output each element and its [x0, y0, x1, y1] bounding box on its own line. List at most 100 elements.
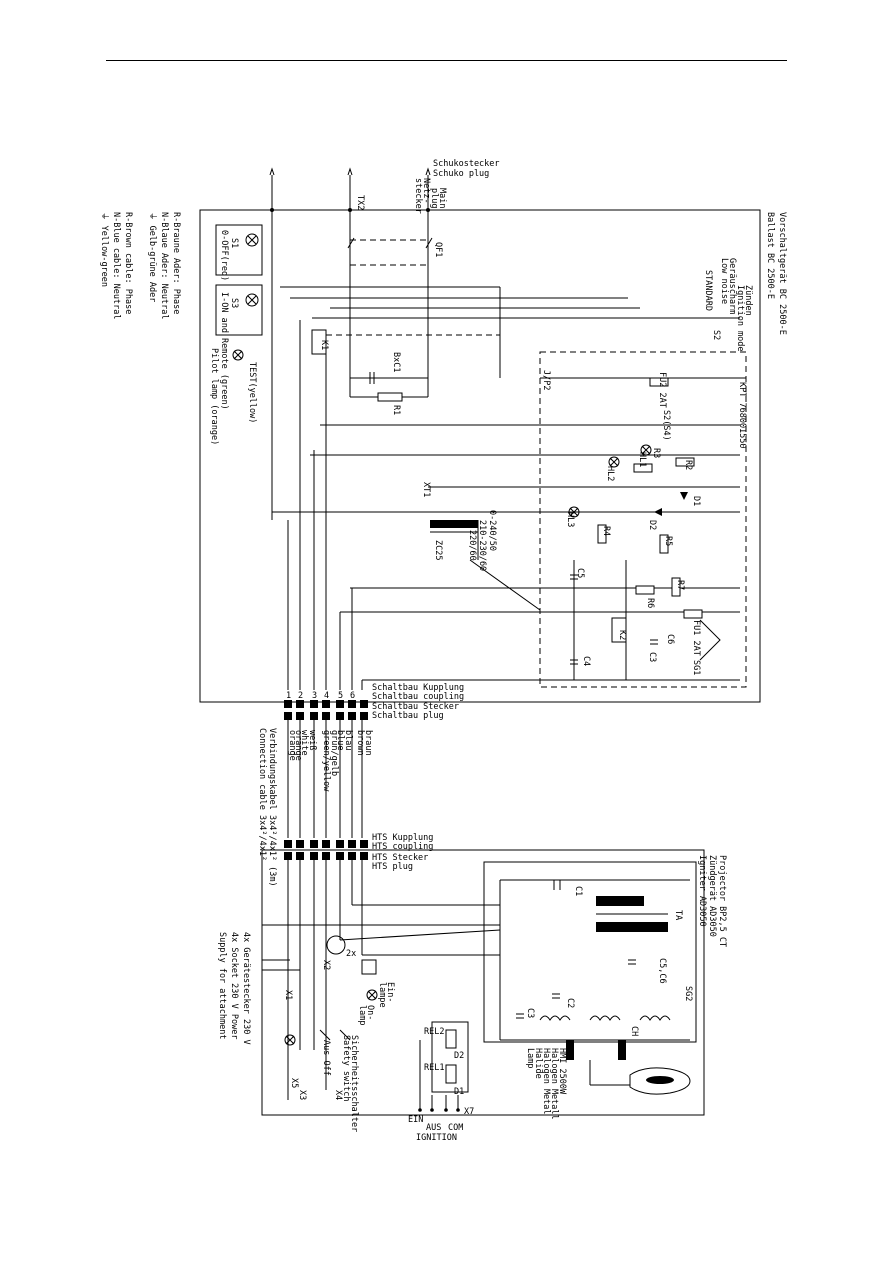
cable-c8: orange	[293, 730, 303, 761]
cable-en: Connection cable 3x4²/4x1²	[257, 728, 267, 861]
onlamp-0: Ein-	[385, 982, 395, 1002]
p-ta: TA	[673, 910, 683, 920]
socket-1: 4x Socket 230 V Power	[229, 932, 239, 1039]
c3: C3	[647, 652, 657, 662]
ign-ignition: IGNITION	[416, 1133, 457, 1143]
ign-2: Geräuscharm	[727, 258, 737, 314]
schaltbau-en: Schaltbau coupling	[372, 692, 464, 702]
igniter-board	[483, 861, 697, 1043]
fu1: FU1 2AT	[691, 620, 701, 656]
onlamp-3: lamp	[357, 1005, 367, 1025]
pin-numbers: 1 2 3 4 5 6	[286, 691, 355, 701]
cable-c1: brown	[355, 730, 365, 756]
p-x2: X2	[321, 960, 331, 970]
p-rel2: REL2	[424, 1027, 444, 1037]
onlamp-2: On-	[365, 1005, 375, 1020]
lamp-0: HMI 2500W	[557, 1048, 567, 1095]
hts-en: HTS coupling	[372, 842, 433, 852]
d1: D1	[691, 496, 701, 506]
socket-2: Supply for attachment	[217, 932, 227, 1039]
s1: S1	[229, 238, 239, 248]
ignition-relays	[418, 1021, 469, 1112]
lamp-2: Halogen Metal	[541, 1048, 551, 1115]
legend-1: N-Blaue Ader: Neutral	[159, 212, 169, 319]
header-rule	[106, 60, 787, 61]
lamp-3: Halide	[533, 1048, 543, 1079]
legend-0: R-Braune Ader: Phase	[171, 212, 181, 314]
pin-4: 4	[324, 691, 329, 701]
aus-off: Aus Off	[321, 1040, 331, 1076]
schuko-en: Schuko plug	[433, 169, 489, 179]
pilot-label: Pilot lamp (orange)	[209, 348, 219, 445]
k1-relay	[280, 286, 740, 378]
c4: C4	[581, 656, 591, 666]
socket-0: 4x Gerätestecker 230 V	[241, 932, 251, 1045]
test-label: TEST(yellow)	[247, 362, 257, 423]
pin-3: 3	[312, 691, 317, 701]
ign-aus: AUS	[426, 1123, 441, 1133]
ign-5: STANDARD	[703, 270, 713, 311]
ballast-bus	[287, 320, 363, 690]
resistors	[597, 457, 695, 597]
cable-de: Verbindungskabel 3x4²/4x1² (3m)	[267, 728, 277, 887]
projector-housing	[261, 849, 705, 1116]
p-rel1: REL1	[424, 1063, 444, 1073]
zc25-transformer	[430, 520, 541, 611]
r6: R6	[645, 598, 655, 608]
bxc1-r1	[349, 372, 429, 402]
qf1-breaker	[347, 237, 433, 266]
schaltbau-connector	[284, 700, 368, 720]
main-plug-2: Netz-	[421, 178, 431, 204]
safety-en: Safety switch	[341, 1035, 351, 1102]
hts-connector	[284, 840, 368, 860]
s3: S3	[229, 298, 239, 308]
ballast-ref: KPT 768001550	[737, 382, 747, 449]
bxc1: BxC1	[391, 352, 401, 372]
p-sg2: SG2	[683, 986, 693, 1001]
pin-1: 1	[286, 691, 291, 701]
tap-0: 0-240/50	[487, 510, 497, 551]
labels-rotated: R-Braune Ader: Phase N-Blaue Ader: Neutr…	[99, 159, 787, 1143]
cable-c7: white	[299, 730, 309, 756]
main-plug-3: stecker	[413, 178, 423, 214]
ign-3: Low noise	[719, 258, 729, 304]
r2: R2	[683, 460, 693, 470]
hl3: HL3	[565, 512, 575, 527]
onlamp-1: lampe	[377, 982, 387, 1008]
k1: K1	[319, 340, 329, 350]
p-d1: D1	[454, 1087, 464, 1097]
cable-c9: orange	[287, 730, 297, 761]
tap-2: 220/60	[467, 530, 477, 561]
cable-c0: braun	[363, 730, 373, 756]
cable-c4: grün/gelb	[329, 730, 339, 776]
ballast-title-en: Ballast BC 2500-E	[765, 212, 775, 299]
ign-1: Ignition mode	[735, 285, 745, 352]
connection-cable	[287, 720, 363, 838]
tap-1: 210-230/60	[477, 520, 487, 571]
ign-0: Zünden	[743, 285, 753, 316]
legend-5: ⏚ Yellow-green	[99, 212, 109, 287]
k2-relay-caps	[570, 560, 721, 680]
p-ch: CH	[629, 1026, 639, 1036]
hts-de: HTS Kupplung	[372, 833, 433, 843]
hl2: HL2	[605, 466, 615, 481]
hts-plug-de: HTS Stecker	[372, 853, 428, 863]
diodes	[654, 492, 688, 516]
qf1-label: QF1	[433, 242, 443, 257]
mains-input	[269, 167, 431, 520]
schaltbau-de: Schaltbau Kupplung	[372, 683, 464, 693]
fu1-fuse	[683, 609, 703, 619]
lamp-1: Halogen Metall	[549, 1048, 559, 1120]
pin-2: 2	[298, 691, 303, 701]
k2: K2	[617, 630, 627, 640]
pin-6: 6	[350, 691, 355, 701]
schaltbau-plug-de: Schaltbau Stecker	[372, 702, 459, 712]
p-2x: 2x	[346, 949, 356, 959]
hmi-lamp	[566, 1040, 691, 1095]
s3-label: I-ON and Remote (green)	[219, 292, 229, 410]
ign-com: COM	[448, 1123, 463, 1133]
cable-c6: weiß	[307, 730, 317, 750]
proj-title: Projector BP2,5 CT	[717, 855, 727, 947]
ballast-inner-board	[539, 351, 747, 688]
